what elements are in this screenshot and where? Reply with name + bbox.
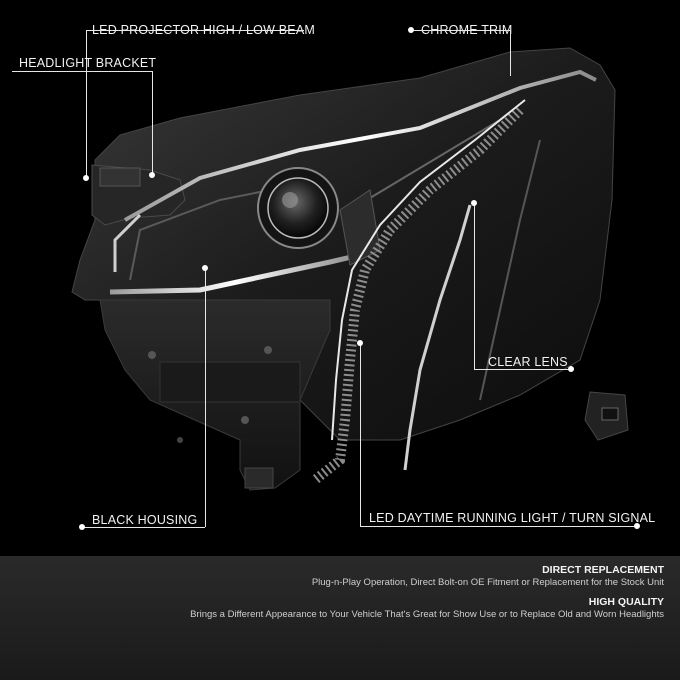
callout-bracket: HEADLIGHT BRACKET bbox=[19, 56, 157, 70]
leader-line bbox=[12, 71, 152, 72]
leader-line bbox=[205, 268, 206, 527]
callout-dot bbox=[149, 172, 155, 178]
callout-dot bbox=[202, 265, 208, 271]
callout-dot bbox=[471, 200, 477, 206]
leader-line bbox=[414, 30, 510, 31]
callout-dot bbox=[634, 523, 640, 529]
feature-title: DIRECT REPLACEMENT bbox=[542, 564, 664, 576]
callout-dot bbox=[568, 366, 574, 372]
feature-text: Plug-n-Play Operation, Direct Bolt-on OE… bbox=[311, 577, 664, 588]
callout-dot bbox=[79, 524, 85, 530]
leader-line bbox=[360, 526, 638, 527]
feature-panel: DIRECT REPLACEMENT Plug-n-Play Operation… bbox=[0, 556, 680, 680]
leader-line bbox=[86, 30, 304, 31]
callout-black-housing: BLACK HOUSING bbox=[92, 513, 198, 527]
drl-strip bbox=[311, 106, 524, 484]
leader-line bbox=[474, 369, 574, 370]
leader-line bbox=[152, 71, 153, 175]
leader-line bbox=[360, 343, 361, 526]
callout-clear-lens: CLEAR LENS bbox=[488, 355, 568, 369]
callout-dot bbox=[357, 340, 363, 346]
callout-dot bbox=[408, 27, 414, 33]
housing-upper bbox=[71, 47, 616, 441]
leader-line bbox=[84, 527, 205, 528]
leader-line bbox=[510, 30, 511, 76]
feature-text: Brings a Different Appearance to Your Ve… bbox=[190, 609, 664, 620]
leader-line bbox=[474, 203, 475, 369]
leader-line bbox=[86, 30, 87, 178]
callout-dot bbox=[83, 175, 89, 181]
callout-drl: LED DAYTIME RUNNING LIGHT / TURN SIGNAL bbox=[369, 511, 656, 525]
feature-title: HIGH QUALITY bbox=[588, 596, 664, 608]
chrome-trim-upper bbox=[124, 69, 597, 222]
